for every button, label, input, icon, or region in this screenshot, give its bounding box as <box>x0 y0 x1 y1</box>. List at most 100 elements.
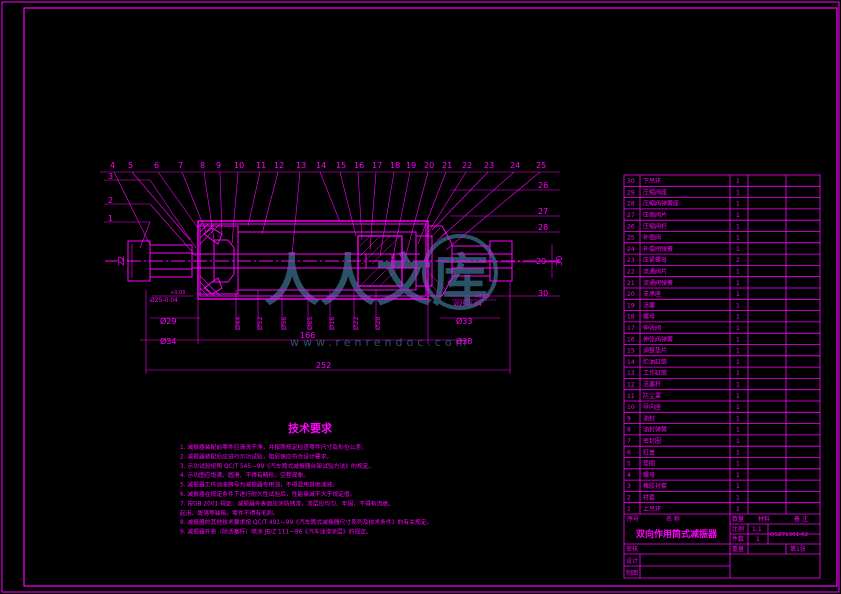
hatch-left <box>199 223 221 297</box>
bom-row-name: 伸张阀 <box>643 324 661 332</box>
callout-9: 9 <box>216 161 221 170</box>
bom-row-qty: 1 <box>736 189 740 196</box>
dim-right-30: 30 <box>555 256 564 266</box>
reservoir-inner <box>199 223 427 297</box>
bom-row-no: 25 <box>627 235 635 242</box>
watermark-ring <box>422 234 498 310</box>
bom-row-no: 19 <box>627 302 635 309</box>
vert-dim-1: Ø52 <box>256 317 264 330</box>
bom-row-qty: 1 <box>736 235 740 242</box>
dim-thread-right: Ø25-0.04 <box>454 301 482 308</box>
dim-thread-left: Ø25-0.04 <box>150 297 178 304</box>
tech-item: 2. 减振器装配后应进行示功试验，阻尼值应符合设计要求。 <box>180 452 332 460</box>
bom-row-name: 螺母 <box>643 471 655 479</box>
bom-row-no: 11 <box>627 393 635 400</box>
dim-166: 166 <box>300 331 315 340</box>
bom-row-qty: 1 <box>736 359 740 366</box>
vert-dim-4: Ø16 <box>328 317 336 330</box>
tech-item: 7. 按GB 2001 规定：减振器外表面应涂防锈漆，漆层应均匀、牢固，不得有流… <box>180 499 394 507</box>
bom-row-qty: 1 <box>736 314 740 321</box>
bom-row-qty: 1 <box>736 393 740 400</box>
bom-row-qty: 1 <box>736 404 740 411</box>
bom-row-name: 压缩阀弹簧座 <box>643 200 679 208</box>
bom-row-no: 16 <box>627 336 635 343</box>
vert-dim-2: Ø56 <box>280 317 288 330</box>
callout-17: 17 <box>372 161 382 170</box>
bom-table <box>623 174 821 579</box>
bom-hdr-no: 序号 <box>627 515 639 523</box>
bom-row-no: 29 <box>627 189 635 196</box>
tech-item: 4. 示功图应饱满、圆滑、不得有畸形、空程现象。 <box>180 471 309 479</box>
qty-value: 1 <box>756 536 760 543</box>
tech-item: 5. 减振器工作油液牌号为减振器专用油，不得混用其他油液。 <box>180 481 338 489</box>
callout-14: 14 <box>316 161 326 170</box>
drawing-number: QSZ71301-02 <box>770 532 808 538</box>
bom-row-no: 9 <box>627 415 631 422</box>
dim-dia29: Ø29 <box>160 316 176 326</box>
bom-row-qty: 1 <box>736 223 740 230</box>
bom-row-qty: 1 <box>736 291 740 298</box>
callout-2: 2 <box>108 196 113 205</box>
tech-item: 1. 减振器装配前零件应清洗干净，并按照规定检查零件尺寸及形位公差。 <box>180 443 367 451</box>
weight-label: 重量 <box>732 545 744 553</box>
bom-row-qty: 1 <box>736 370 740 377</box>
bom-row-no: 22 <box>627 269 635 276</box>
bom-row-name: 压缩阀片 <box>643 211 667 219</box>
bom-row-qty: 1 <box>736 438 740 445</box>
bom-row-qty: 1 <box>736 302 740 309</box>
bom-row-name: 活塞杆 <box>643 381 661 389</box>
callout-15: 15 <box>336 161 346 170</box>
bom-row-no: 14 <box>627 359 635 366</box>
bom-row-name: 压缩阀杆 <box>643 222 667 230</box>
bom-row-name: 压缩阀座 <box>643 188 667 196</box>
bom-row-qty: 1 <box>736 415 740 422</box>
callout-28: 28 <box>538 223 548 232</box>
design-label: 设计 <box>626 557 638 565</box>
callout-11: 11 <box>256 161 266 170</box>
bom-row-name: 油封弹簧 <box>643 426 667 434</box>
callout-29: 29 <box>536 257 546 266</box>
qty-label: 件数 <box>732 535 744 543</box>
bom-row-name: 螺母 <box>643 313 655 321</box>
bom-row-no: 18 <box>627 314 635 321</box>
bom-row-name: 上吊环 <box>643 505 661 513</box>
dim-dia38: Ø38 <box>456 336 472 346</box>
callout-25: 25 <box>536 161 546 170</box>
bom-row-name: 流通阀片 <box>643 268 667 276</box>
tech-item: 6. 减振器在规定条件下进行耐久性试验后，性能衰减不大于规定值。 <box>180 490 355 498</box>
guide-seat <box>213 239 235 283</box>
bom-row-name: 压紧螺母 <box>643 256 667 264</box>
tol-right: +0.03 <box>474 294 489 300</box>
bom-row-name: 工作缸筒 <box>643 369 667 377</box>
bom-row-name: 调整垫片 <box>643 347 667 355</box>
bom-hdr-qty: 数量 <box>732 515 744 523</box>
bom-row-name: 贮油缸筒 <box>643 358 667 366</box>
bom-row-qty: 1 <box>736 336 740 343</box>
bom-row-qty: 2 <box>736 257 740 264</box>
callout-12: 12 <box>274 161 284 170</box>
callout-24: 24 <box>510 161 520 170</box>
watermark-url: www.renrendoc.com <box>290 336 470 349</box>
bom-row-qty: 1 <box>736 246 740 253</box>
bom-row-qty: 1 <box>736 483 740 490</box>
bom-hdr-name: 名 称 <box>666 515 680 523</box>
callout-22: 22 <box>462 161 472 170</box>
callout-26: 26 <box>538 181 548 190</box>
sheet-info: 第1张 <box>790 545 806 553</box>
callout-19: 19 <box>406 161 416 170</box>
bom-row-qty: 1 <box>736 506 740 513</box>
bom-row-qty: 1 <box>736 427 740 434</box>
tech-requirements: 技术要求 1. 减振器装配前零件应清洗干净，并按照规定检查零件尺寸及形位公差。2… <box>180 421 432 536</box>
bom-row-no: 4 <box>627 472 631 479</box>
bom-row-name: 活塞 <box>643 301 655 309</box>
scale-label: 比例 <box>732 525 744 533</box>
bom-row-name: 补偿阀 <box>643 234 661 242</box>
bom-hdr-remark: 备 注 <box>794 515 808 523</box>
tol-left: +0.03 <box>170 290 185 296</box>
tech-item: 8. 减振器的其他技术要求按 QC/T 491—99《汽车筒式减振器尺寸系列及技… <box>180 518 432 526</box>
bom-row-lines <box>624 185 820 504</box>
vert-dim-0: Ø44 <box>234 317 242 330</box>
